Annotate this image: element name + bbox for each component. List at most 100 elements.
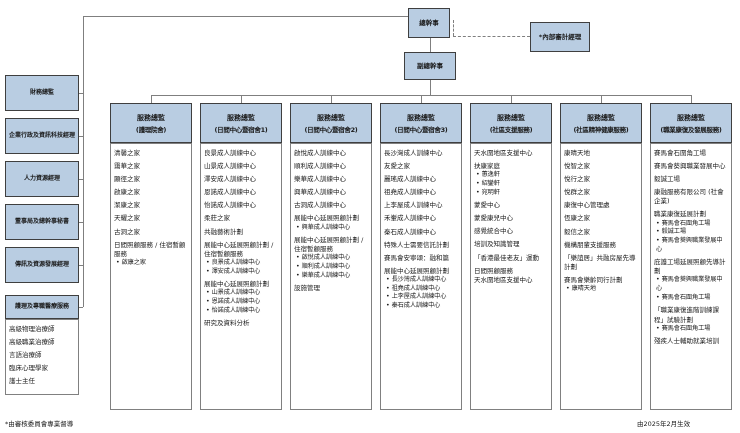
org-bullet: •祖堯成人訓練中心 <box>386 284 441 292</box>
bullet-marker: • <box>206 258 210 266</box>
org-item: 恩諾成人訓練中心 <box>204 188 256 197</box>
org-item: 山景成人訓練中心 <box>204 162 256 171</box>
org-bullet: •毅誠工場 <box>656 228 686 236</box>
org-item: 古洞成人訓練中心 <box>294 201 346 210</box>
bullet-marker: • <box>656 228 660 236</box>
org-item: 良景成人訓練中心 <box>204 149 256 157</box>
org-item: 友愛之家 <box>384 162 410 171</box>
org-item: 賽馬會安寧頌：融和篇 <box>384 253 449 262</box>
connector-audit-dashed-h <box>453 36 530 37</box>
column-title: 服務總監 <box>677 113 705 122</box>
org-bullet: •蕙逸軒 <box>476 171 500 179</box>
org-item: 古洞之家 <box>114 227 140 236</box>
org-bullet: •賽馬會葵興職業發展中心 <box>656 236 723 253</box>
column-title: 服務總監 <box>227 113 255 122</box>
bullet-marker: • <box>566 285 570 293</box>
connector-drop-5 <box>511 95 512 103</box>
org-bullet: •啟悅成人訓練中心 <box>296 254 351 262</box>
org-bullet: •紹鑾軒 <box>476 179 500 187</box>
org-item: 日間照顧服務 / 住宿暫顧服務 <box>114 240 186 258</box>
org-bullet: •怡諾成人訓練中心 <box>206 306 261 314</box>
connector-drop-2 <box>241 95 242 103</box>
column-header-4: 服務總監(日間中心暨宿舍3) <box>380 103 462 143</box>
column-title: 服務總監 <box>317 113 345 122</box>
org-bullet: •恩諾成人訓練中心 <box>206 297 261 305</box>
org-item: 靄華之家 <box>114 162 140 171</box>
column-header-3: 服務總監(日間中心暨宿舍2) <box>290 103 372 143</box>
bullet-marker: • <box>206 297 210 305</box>
connector-drop-6 <box>601 95 602 103</box>
column-subtitle: (護理院舍) <box>135 125 167 134</box>
bullet-marker: • <box>476 179 480 187</box>
left-box-5: 傳訊及資源發展經理 <box>5 247 79 283</box>
bullet-marker: • <box>386 293 390 301</box>
org-item: 培訓及知識管理 <box>474 240 520 249</box>
connector-tick-3 <box>78 179 83 180</box>
org-item: 扶康家庭 <box>474 162 500 171</box>
org-item: 毅誠工場 <box>654 175 680 184</box>
connector-top-horizontal <box>83 16 408 17</box>
org-item: 庇護工場延展照顧先導計劃 <box>654 258 726 276</box>
org-item: 啟康之家 <box>114 188 140 197</box>
connector-drop-7 <box>691 95 692 103</box>
org-bullet: •上李屋成人訓練中心 <box>386 293 447 301</box>
org-bullet: •興華成人訓練中心 <box>296 223 351 231</box>
org-item: 康復中心管理處 <box>564 201 610 210</box>
clinical-item: 護士主任 <box>9 377 35 386</box>
connector-audit-dashed-v <box>453 20 454 36</box>
internal-audit-box: *內部審計經理 <box>530 22 590 52</box>
column-subtitle: (日間中心暨宿舍1) <box>214 125 268 134</box>
column-title: 服務總監 <box>137 113 165 122</box>
clinical-item: 言語治療師 <box>9 351 42 360</box>
bullet-marker: • <box>476 171 480 179</box>
org-item: 毅信之家 <box>564 227 590 236</box>
bullet-marker: • <box>386 301 390 309</box>
connector-tick-5 <box>78 265 83 266</box>
deputy-ceo-box: 副總幹事 <box>404 52 456 80</box>
column-header-6: 服務總監(社區精神健康服務) <box>560 103 642 143</box>
org-item: 展能中心延展照顧計劃 <box>204 280 269 289</box>
effective-date-note: 由2025年2月生效 <box>637 420 691 428</box>
left-box-4: 董事局及總幹事秘書 <box>5 204 79 240</box>
bullet-marker: • <box>386 275 390 283</box>
org-bullet: •山景成人訓練中心 <box>206 289 261 297</box>
org-item: 悅智之家 <box>564 162 590 171</box>
org-item: 順利成人訓練中心 <box>294 162 346 171</box>
org-item: 蒙愛中心 <box>474 201 500 210</box>
column-title: 服務總監 <box>497 113 525 122</box>
column-title: 服務總監 <box>407 113 435 122</box>
org-item: 上李屋成人訓練中心 <box>384 201 443 210</box>
clinical-item: 高級物理治療師 <box>9 325 55 333</box>
column-header-5: 服務總監 (社區支援服務) <box>470 103 552 143</box>
org-item: 恆康之家 <box>564 214 590 223</box>
bullet-marker: • <box>206 306 210 314</box>
org-item: 禾輋成人訓練中心 <box>384 214 436 223</box>
org-bullet: •康晴天地 <box>566 285 596 293</box>
connector-drop-3 <box>331 95 332 103</box>
column-subtitle: (社區支援服務) <box>489 125 533 134</box>
org-item: 共融藝術計劃 <box>204 227 243 236</box>
column-header-7: 服務總監(職業康復及發展服務) <box>650 103 732 143</box>
column-body-6: 康晴天地悅智之家悅行之家悅群之家康復中心管理處恆康之家毅信之家機構朋輩支援服務「… <box>560 143 642 410</box>
org-bullet: •賽馬會石圍角工場 <box>656 324 711 332</box>
column-title: 服務總監 <box>587 113 615 122</box>
ceo-box: 總幹事 <box>408 8 450 38</box>
org-item: 展能中心延展照顧計劃 <box>294 214 359 223</box>
org-item: 潔康之家 <box>114 201 140 210</box>
org-item: 長沙灣成人訓練中心 <box>384 149 443 157</box>
bullet-marker: • <box>296 254 300 262</box>
bullet-marker: • <box>206 289 210 297</box>
org-item: 展能中心延展照顧計劃 <box>384 266 449 275</box>
connector-drop-4 <box>421 95 422 103</box>
org-item: 殘疾人士輔助就業培訓 <box>654 337 719 346</box>
bullet-marker: • <box>656 219 660 227</box>
column-header-1: 服務總監 (護理院舍) <box>110 103 192 143</box>
org-item: 展能中心延展照顧計劃 / 住宿暫顧服務 <box>294 236 364 254</box>
left-box-1: 財務總監 <box>5 75 79 111</box>
bullet-marker: • <box>656 293 660 301</box>
connector-deputy-down <box>430 80 431 95</box>
bullet-marker: • <box>296 223 300 231</box>
connector-left-trunk <box>83 16 84 307</box>
column-body-3: 啟悅成人訓練中心順利成人訓練中心樂華成人訓練中心興華成人訓練中心古洞成人訓練中心… <box>290 143 372 410</box>
